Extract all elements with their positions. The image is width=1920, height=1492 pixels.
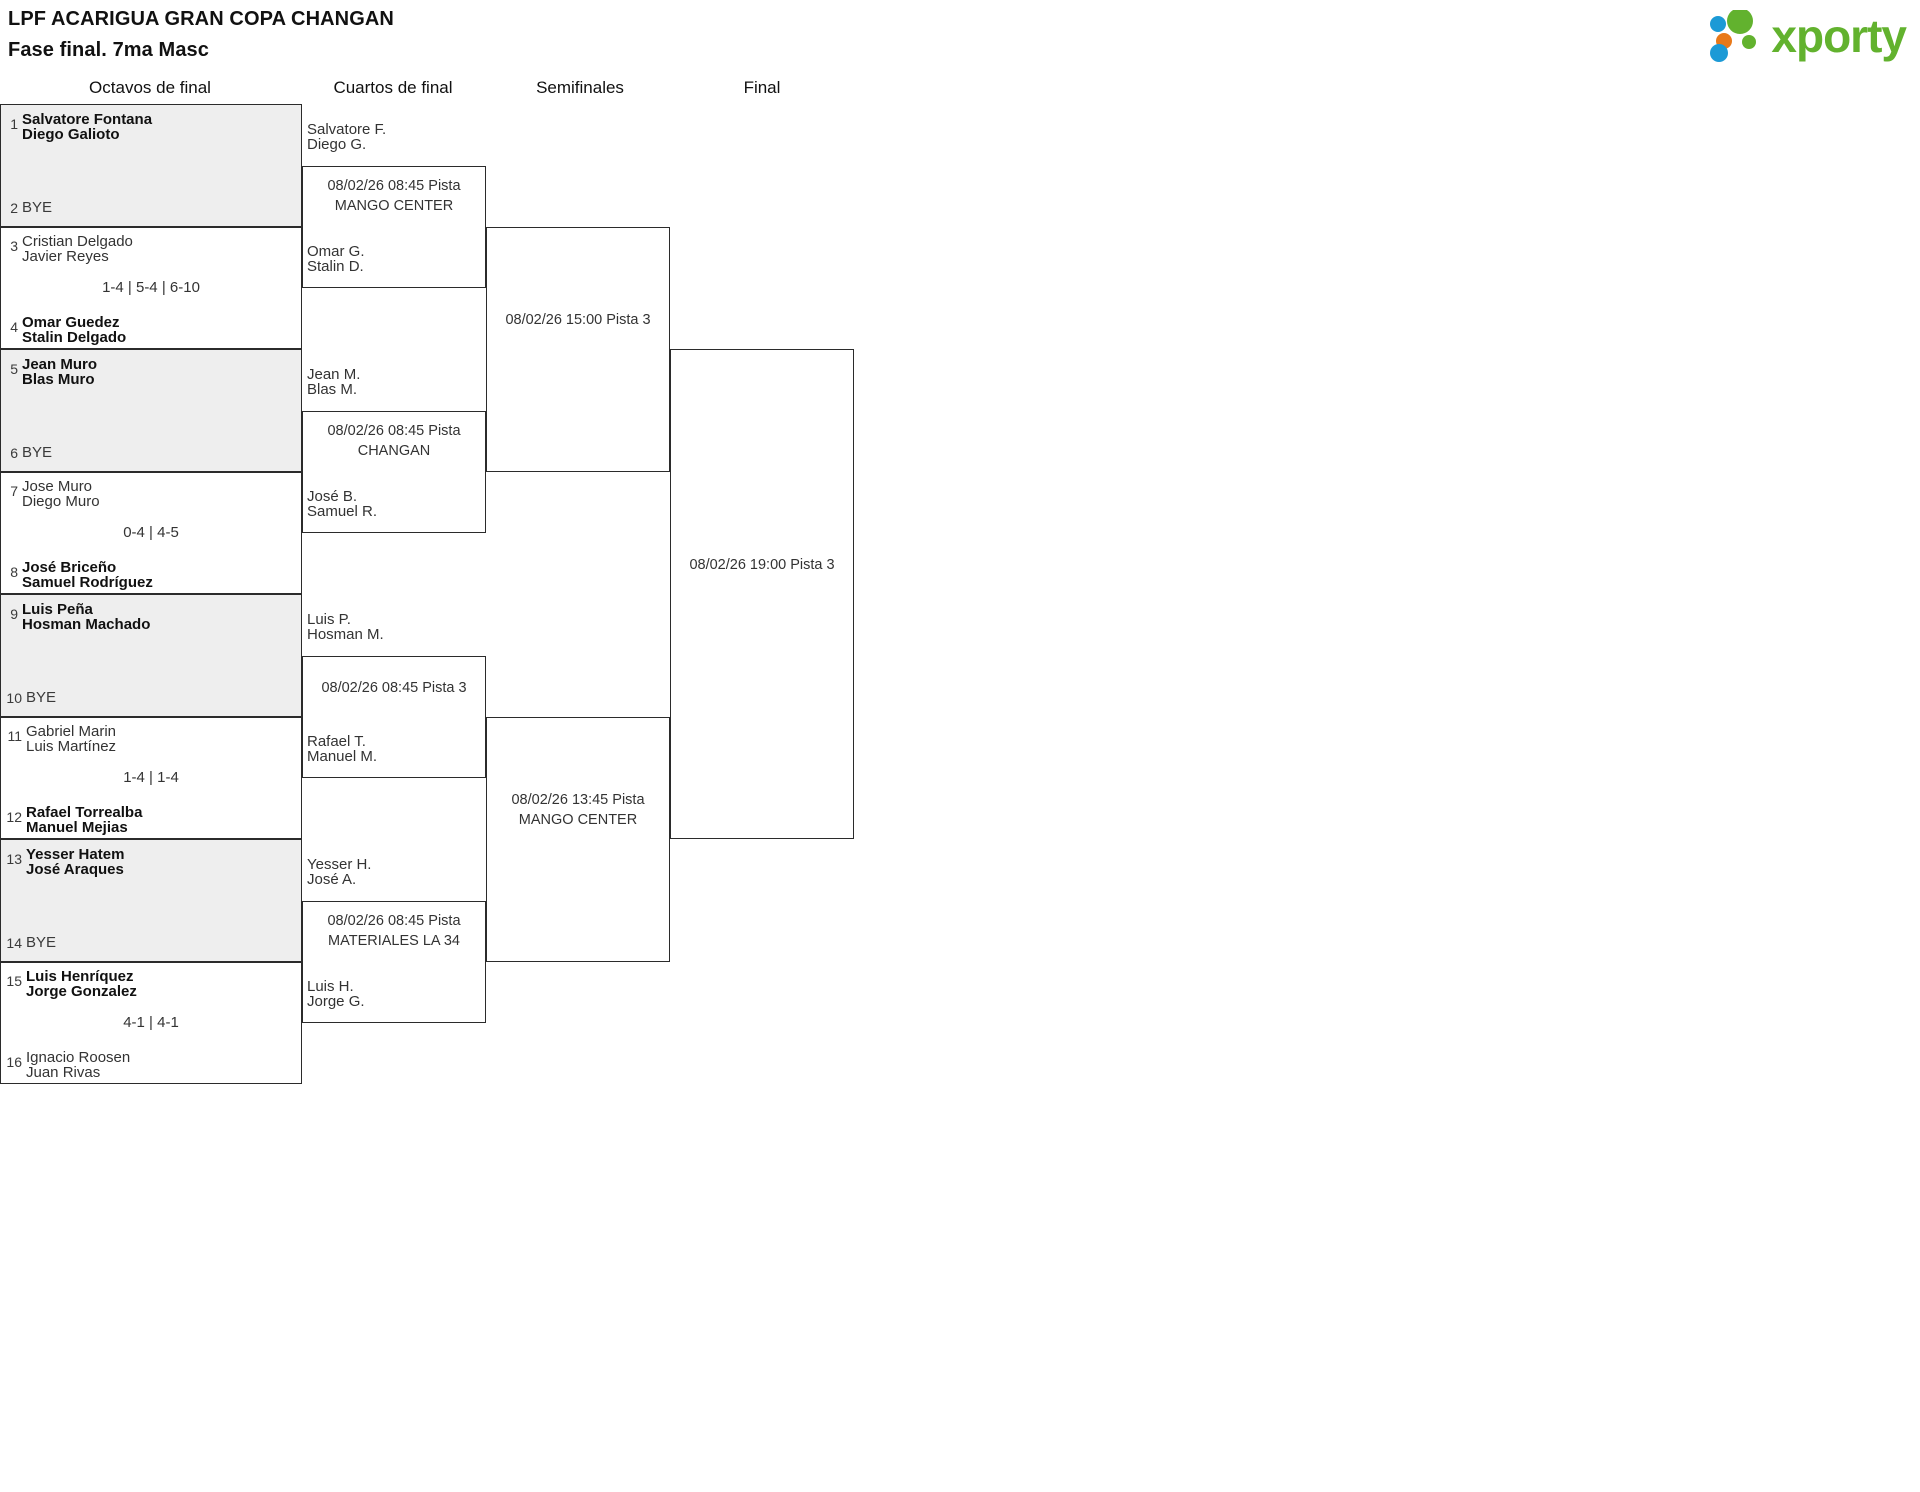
player-name: Blas Muro <box>22 371 95 388</box>
seed-number: 5 <box>10 361 18 377</box>
player-name: Salvatore F. <box>307 121 387 138</box>
player-name: Blas M. <box>307 381 358 398</box>
player-name: José Araques <box>26 861 124 878</box>
player-name: Luis Henríquez <box>26 968 134 985</box>
player-name: Rafael T. <box>307 733 366 750</box>
match-info: 08/02/26 08:45 Pista MANGO CENTER <box>327 178 461 214</box>
seed-number: 9 <box>10 606 18 622</box>
player-name: Juan Rivas <box>26 1064 101 1081</box>
seed-number: 8 <box>10 564 18 580</box>
player-name: Luis Peña <box>22 601 93 618</box>
bye-label: BYE <box>22 199 53 216</box>
player-name: José B. <box>307 488 358 505</box>
player-name: Hosman M. <box>307 626 384 643</box>
match-score: 0-4 | 4-5 <box>123 524 179 541</box>
player-name: Cristian Delgado <box>22 233 133 250</box>
player-name: José A. <box>307 871 357 888</box>
player-name: Jean M. <box>307 366 361 383</box>
player-name: Manuel M. <box>307 748 378 765</box>
bye-label: BYE <box>26 689 57 706</box>
player-name: Salvatore Fontana <box>22 111 153 128</box>
player-name: Samuel Rodríguez <box>22 574 153 591</box>
seed-number: 13 <box>6 851 22 867</box>
match-score: 1-4 | 5-4 | 6-10 <box>102 279 200 296</box>
player-name: Luis H. <box>307 978 354 995</box>
player-name: Jose Muro <box>22 478 93 495</box>
player-name: Diego Galioto <box>22 126 120 143</box>
r16-pair-box-5[interactable] <box>0 594 302 717</box>
player-name: Samuel R. <box>307 503 378 520</box>
match-score: 1-4 | 1-4 <box>123 769 179 786</box>
seed-number: 15 <box>6 973 22 989</box>
player-name: Luis P. <box>307 611 351 628</box>
final-match-box[interactable] <box>670 349 854 839</box>
seed-number: 1 <box>10 116 18 132</box>
round-header-semifinales: Semifinales <box>536 78 624 97</box>
seed-number: 4 <box>10 319 18 335</box>
seed-number: 12 <box>6 809 22 825</box>
qf-match-box-4[interactable] <box>302 901 486 1023</box>
r16-pair-box-6[interactable] <box>0 717 302 839</box>
r16-pair-box-3[interactable] <box>0 349 302 472</box>
logo-wordmark: xporty <box>1771 10 1907 62</box>
player-name: Luis Martínez <box>26 738 117 755</box>
qf-match-box-2[interactable] <box>302 411 486 533</box>
xporty-logo[interactable]: xporty <box>1707 8 1907 64</box>
round-header-cuartos: Cuartos de final <box>333 78 453 97</box>
logo-dots-icon <box>1707 8 1767 62</box>
bye-label: BYE <box>22 444 53 461</box>
match-info: 08/02/26 08:45 Pista CHANGAN <box>327 423 461 459</box>
r16-pair-box-7[interactable] <box>0 839 302 962</box>
player-name: Diego Muro <box>22 493 100 510</box>
r16-pair-box-1[interactable] <box>0 104 302 227</box>
match-info: 08/02/26 08:45 Pista MATERIALES LA 34 <box>327 913 461 949</box>
sf-match-box-2[interactable] <box>486 717 670 962</box>
match-info: 08/02/26 13:45 Pista MANGO CENTER <box>511 792 645 828</box>
player-name: Jorge Gonzalez <box>26 983 137 1000</box>
tournament-phase: Fase final. 7ma Masc <box>8 39 209 61</box>
match-info: 08/02/26 08:45 Pista 3 <box>321 680 467 696</box>
match-info: 08/02/26 15:00 Pista 3 <box>505 312 651 328</box>
player-name: Omar G. <box>307 243 365 260</box>
page-title: LPF ACARIGUA GRAN COPA CHANGAN Fase fina… <box>8 4 394 66</box>
player-name: Yesser H. <box>307 856 372 873</box>
player-name: Hosman Machado <box>22 616 151 633</box>
player-name: Diego G. <box>307 136 367 153</box>
player-name: José Briceño <box>22 559 117 576</box>
r16-pair-box-2[interactable] <box>0 227 302 349</box>
seed-number: 2 <box>10 200 18 216</box>
sf-match-box-1[interactable] <box>486 227 670 472</box>
player-name: Stalin Delgado <box>22 329 127 346</box>
r16-pair-box-8[interactable] <box>0 962 302 1084</box>
player-name: Yesser Hatem <box>26 846 125 863</box>
player-name: Ignacio Roosen <box>26 1049 131 1066</box>
match-info: 08/02/26 19:00 Pista 3 <box>689 557 835 573</box>
round-header-final: Final <box>743 78 781 97</box>
seed-number: 7 <box>10 483 18 499</box>
player-name: Manuel Mejias <box>26 819 128 836</box>
seed-number: 11 <box>7 728 22 744</box>
match-score: 4-1 | 4-1 <box>123 1014 179 1031</box>
player-name: Javier Reyes <box>22 248 109 265</box>
player-name: Jean Muro <box>22 356 98 373</box>
qf-match-box-3[interactable] <box>302 656 486 778</box>
player-name: Gabriel Marin <box>26 723 117 740</box>
tournament-name: LPF ACARIGUA GRAN COPA CHANGAN <box>8 8 394 30</box>
player-name: Stalin D. <box>307 258 364 275</box>
player-name: Jorge G. <box>307 993 365 1010</box>
seed-number: 10 <box>6 690 22 706</box>
round-header-octavos: Octavos de final <box>89 78 211 97</box>
qf-match-box-1[interactable] <box>302 166 486 288</box>
seed-number: 3 <box>10 238 18 254</box>
seed-number: 6 <box>10 445 18 461</box>
bye-label: BYE <box>26 934 57 951</box>
r16-pair-box-4[interactable] <box>0 472 302 594</box>
player-name: Omar Guedez <box>22 314 120 331</box>
seed-number: 16 <box>6 1054 22 1070</box>
seed-number: 14 <box>6 935 22 951</box>
player-name: Rafael Torrealba <box>26 804 143 821</box>
